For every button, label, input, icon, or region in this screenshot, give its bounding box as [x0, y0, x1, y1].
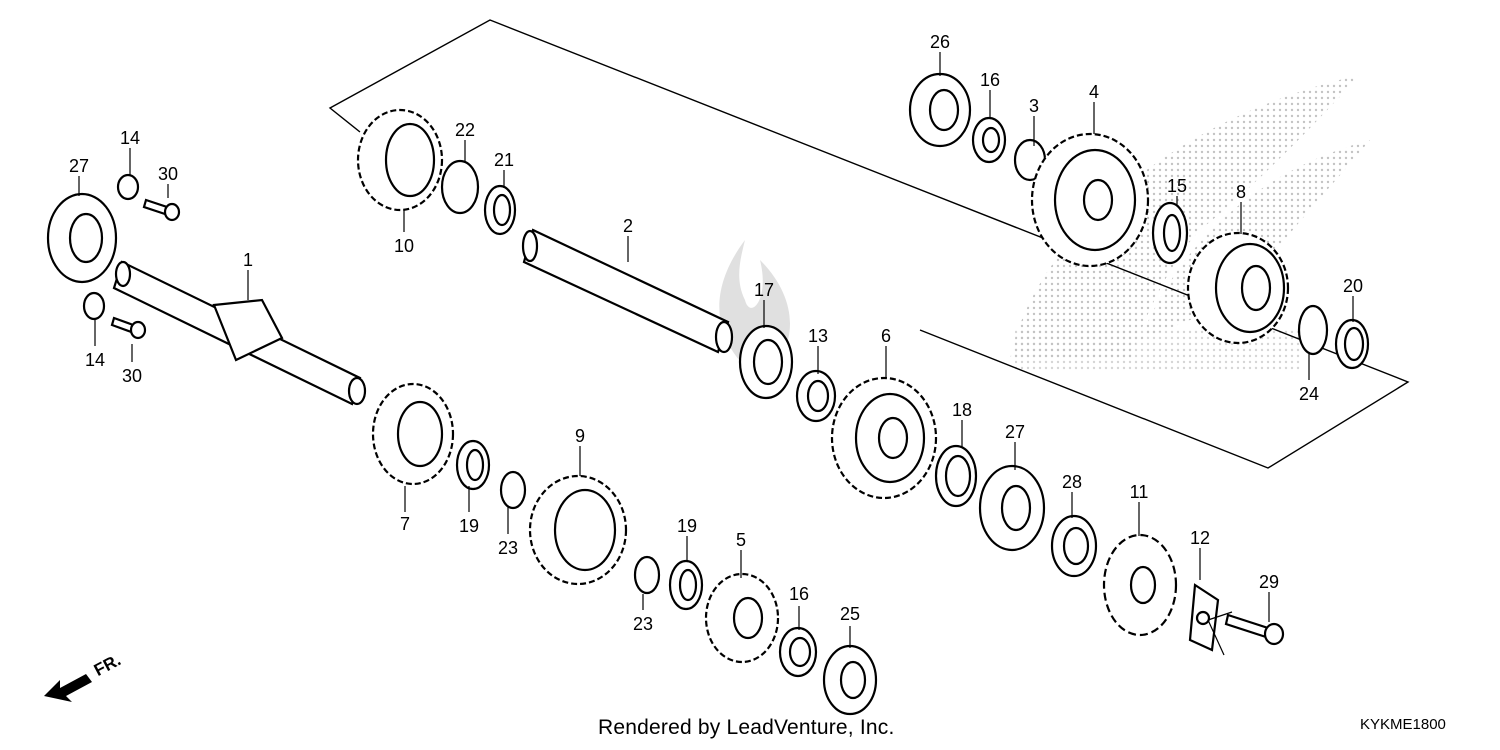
callout-14-bottom: 14 [85, 350, 105, 370]
plate-12 [1188, 583, 1220, 652]
bolt-30-bottom [110, 316, 147, 340]
callout-19-right: 19 [677, 516, 697, 536]
callout-27-left: 27 [69, 156, 89, 176]
callout-23-right: 23 [633, 614, 653, 634]
bearing-25 [822, 644, 878, 716]
front-arrow-icon [44, 674, 92, 702]
callout-26: 26 [930, 32, 950, 52]
bearing-27-right [978, 464, 1046, 552]
callout-30-bottom: 30 [122, 366, 142, 386]
sprocket-11 [1102, 533, 1178, 637]
callout-7: 7 [400, 514, 410, 534]
callout-6: 6 [881, 326, 891, 346]
gear-4 [1030, 132, 1150, 268]
diagram-code: KYKME1800 [1360, 716, 1446, 733]
callout-28: 28 [1062, 472, 1082, 492]
circlip-23-right [633, 555, 661, 595]
washer-14-top [116, 173, 140, 201]
washer-18 [934, 444, 978, 508]
callout-1: 1 [243, 250, 253, 270]
callout-17: 17 [754, 280, 774, 300]
washer-14-bottom [82, 291, 106, 321]
assembly-outline [328, 19, 1410, 469]
callout-4: 4 [1089, 82, 1099, 102]
washer-17 [738, 324, 794, 400]
callout-24: 24 [1299, 384, 1319, 404]
bearing-27-left [46, 192, 118, 284]
gear-6 [830, 376, 938, 500]
callout-16-top: 16 [980, 70, 1000, 90]
callout-15: 15 [1167, 176, 1187, 196]
callout-5: 5 [736, 530, 746, 550]
callout-10: 10 [394, 236, 414, 256]
callout-19-left: 19 [459, 516, 479, 536]
callout-2: 2 [623, 216, 633, 236]
circlip-23-left [499, 470, 527, 510]
counter-shaft [521, 228, 734, 354]
callout-20: 20 [1343, 276, 1363, 296]
bearing-26 [908, 72, 972, 148]
washer-16-top [971, 116, 1007, 164]
bushing-13 [795, 369, 837, 423]
callout-27-right: 27 [1005, 422, 1025, 442]
callout-3: 3 [1029, 96, 1039, 116]
washer-20 [1334, 318, 1370, 370]
front-direction-marker: FR. [44, 650, 124, 702]
callout-14-top: 14 [120, 128, 140, 148]
callout-25: 25 [840, 604, 860, 624]
washer-19-right [668, 559, 704, 611]
callout-13: 13 [808, 326, 828, 346]
circlip-24 [1297, 304, 1329, 356]
credit-text: Rendered by LeadVenture, Inc. [598, 716, 895, 739]
callout-18: 18 [952, 400, 972, 420]
gear-9 [528, 474, 628, 586]
callout-labels: 1 2 3 4 5 6 7 8 9 10 11 12 13 14 14 15 1… [69, 32, 1363, 634]
washer-21 [483, 184, 517, 236]
callout-23-left: 23 [498, 538, 518, 558]
callout-8: 8 [1236, 182, 1246, 202]
washer-19-left [455, 439, 491, 491]
gear-10 [356, 108, 444, 212]
gear-7 [371, 382, 455, 486]
callout-16-bottom: 16 [789, 584, 809, 604]
callout-12: 12 [1190, 528, 1210, 548]
bolt-30-top [142, 198, 181, 222]
callout-29: 29 [1259, 572, 1279, 592]
callout-21: 21 [494, 150, 514, 170]
gear-8 [1186, 231, 1290, 345]
front-direction-label: FR. [91, 650, 124, 680]
washer-15 [1151, 201, 1189, 265]
callout-22: 22 [455, 120, 475, 140]
bolt-29 [1224, 613, 1285, 646]
callout-30-top: 30 [158, 164, 178, 184]
leader-lines [78, 52, 1354, 656]
gear-5 [704, 572, 780, 664]
callout-9: 9 [575, 426, 585, 446]
seal-28 [1050, 514, 1098, 578]
main-shaft [112, 260, 367, 406]
bushing-22 [440, 159, 480, 215]
callout-11: 11 [1130, 482, 1149, 502]
washer-16-bottom [778, 626, 818, 678]
